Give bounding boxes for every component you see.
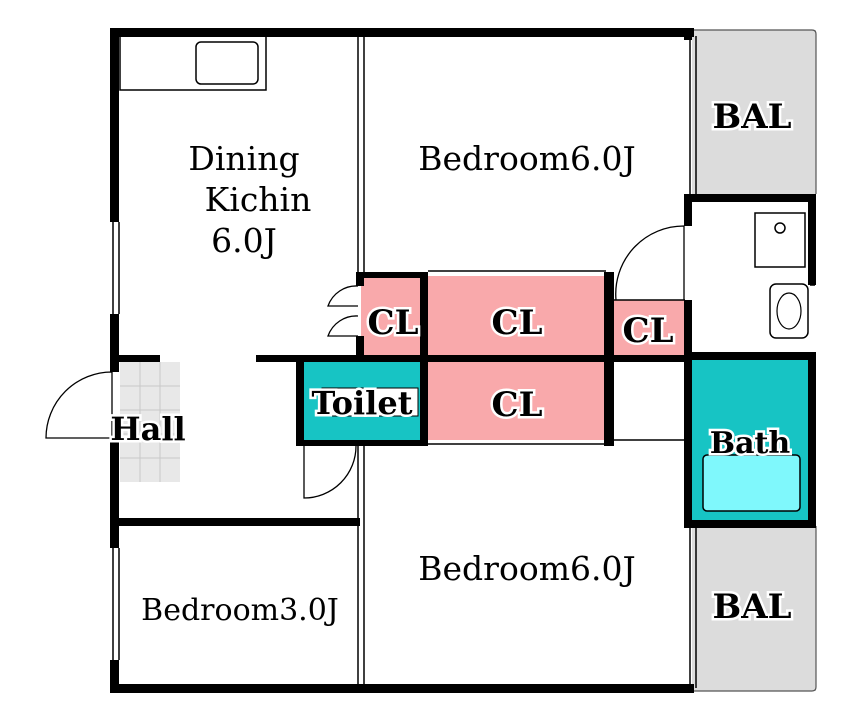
bathtub [702,454,801,512]
closet-center-top-label: CL [492,303,543,343]
kitchen-sink [195,41,259,85]
bedroom-bottom-label: Bedroom6.0J [418,549,635,588]
bedroom-top-label: Bedroom6.0J [418,139,635,178]
balcony-outlines [692,29,817,692]
toilet-label: Toilet [312,384,413,422]
dining-label-line1: Dining [188,139,299,178]
dining-label-line3: 6.0J [211,221,277,260]
closet-center-bottom [425,358,609,440]
dining-label-line2: Kichin [205,180,312,219]
closet-center-top [425,276,609,356]
bath-label: Bath [710,426,791,461]
hall-tile-floor [120,362,180,482]
balcony-bottom [692,526,816,691]
toilet-fixture [321,387,419,417]
balcony-bottom-label: BAL [712,587,791,627]
closet-right-label: CL [623,311,674,351]
balcony-top-label: BAL [712,97,791,137]
door-swings [45,225,685,499]
walls [110,28,816,693]
balcony-top [692,30,816,194]
washing-machine [754,212,806,268]
washbasin [769,283,809,339]
thin-lines [112,36,815,688]
kitchen-counter [119,35,267,91]
bedroom-small-label: Bedroom3.0J [141,593,339,628]
closet-left-label: CL [368,303,419,343]
hall-tile-grid [120,362,180,482]
closet-left [361,276,425,356]
washing-machine-drum [774,222,786,234]
hall-label: Hall [110,410,185,448]
closet-right [611,300,686,356]
closet-center-bottom-label: CL [492,385,543,425]
washbasin-bowl [776,292,802,330]
